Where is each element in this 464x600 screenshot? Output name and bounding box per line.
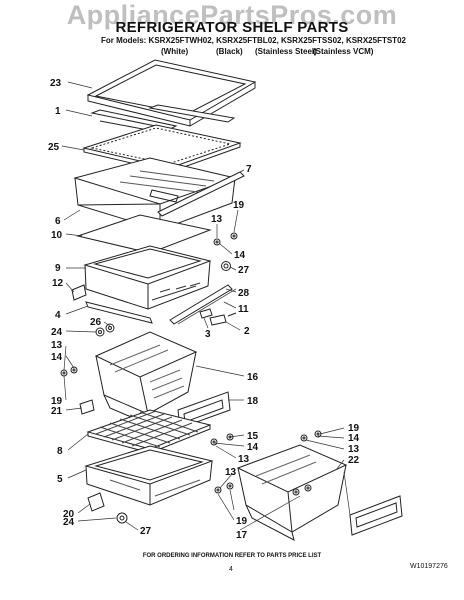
callout-10: 10 bbox=[51, 230, 63, 241]
callout-13e: 13 bbox=[225, 467, 237, 478]
callout-15: 15 bbox=[247, 431, 259, 442]
part-fasteners bbox=[60, 232, 322, 524]
callout-13b: 13 bbox=[51, 340, 63, 351]
callout-23: 23 bbox=[50, 78, 62, 89]
callout-14b: 14 bbox=[51, 352, 63, 363]
callout-3: 3 bbox=[205, 329, 211, 340]
part-lower-rail-4 bbox=[85, 301, 153, 324]
callout-2: 2 bbox=[244, 326, 250, 337]
watermark: AppliancePartsPros.com bbox=[66, 0, 398, 30]
callout-26: 26 bbox=[90, 317, 102, 328]
variant-white: (White) bbox=[161, 47, 189, 56]
page-title: REFRIGERATOR SHELF PARTS bbox=[115, 19, 349, 36]
variant-black: (Black) bbox=[216, 47, 243, 56]
callout-6: 6 bbox=[55, 216, 61, 227]
callout-24a: 24 bbox=[51, 327, 63, 338]
part-rod-7 bbox=[157, 171, 245, 217]
callout-7: 7 bbox=[246, 164, 252, 175]
callout-19c: 19 bbox=[348, 423, 360, 434]
callout-9: 9 bbox=[55, 263, 61, 274]
callout-5: 5 bbox=[57, 474, 63, 485]
part-clip-20 bbox=[87, 492, 105, 512]
callout-13a: 13 bbox=[211, 214, 223, 225]
callout-1: 1 bbox=[55, 106, 61, 117]
callout-27a: 27 bbox=[238, 265, 250, 276]
callout-17: 17 bbox=[236, 530, 248, 541]
callout-28: 28 bbox=[238, 288, 250, 299]
leader-lines bbox=[61, 81, 351, 531]
callout-11: 11 bbox=[238, 304, 249, 315]
callout-25: 25 bbox=[48, 142, 60, 153]
part-drawer-front-17 bbox=[349, 495, 403, 536]
callout-14c: 14 bbox=[247, 442, 259, 453]
callout-4: 4 bbox=[55, 310, 61, 321]
part-clip-12 bbox=[71, 284, 87, 301]
callout-14d: 14 bbox=[348, 433, 360, 444]
callout-19b: 19 bbox=[51, 396, 63, 407]
callout-22: 22 bbox=[348, 455, 360, 466]
callout-18: 18 bbox=[247, 396, 259, 407]
callout-16: 16 bbox=[247, 372, 259, 383]
callout-13d: 13 bbox=[348, 444, 360, 455]
part-tab-21 bbox=[79, 399, 95, 415]
part-bracket-2 bbox=[199, 308, 237, 326]
part-glass-insert-10 bbox=[76, 214, 212, 254]
callout-19a: 19 bbox=[233, 200, 245, 211]
variant-row: (White) (Black) (Stainless Steel) (Stain… bbox=[0, 47, 464, 57]
callout-14a: 14 bbox=[234, 250, 246, 261]
callout-24b: 24 bbox=[63, 517, 75, 528]
variant-stainless-steel: (Stainless Steel) bbox=[255, 47, 317, 56]
models-line: For Models: KSRX25FTWH02, KSRX25FTBL02, … bbox=[101, 36, 406, 45]
callout-21: 21 bbox=[51, 406, 63, 417]
part-shelf-frame-5 bbox=[84, 445, 214, 506]
document-number: W10197276 bbox=[410, 563, 448, 570]
variant-stainless-vcm: (Stainless VCM) bbox=[313, 47, 374, 56]
callout-19d: 19 bbox=[236, 516, 248, 527]
ordering-info-note: FOR ORDERING INFORMATION REFER TO PARTS … bbox=[142, 553, 322, 559]
callout-12: 12 bbox=[52, 278, 64, 289]
callout-20: 20 bbox=[63, 509, 75, 520]
callout-13c: 13 bbox=[238, 454, 250, 465]
callout-27b: 27 bbox=[140, 526, 152, 537]
part-crisper-drawer-22 bbox=[236, 444, 348, 541]
callout-8: 8 bbox=[57, 446, 63, 457]
part-rail-11 bbox=[169, 284, 237, 325]
part-crisper-cover-9 bbox=[83, 245, 212, 310]
page-number: 4 bbox=[229, 566, 233, 573]
